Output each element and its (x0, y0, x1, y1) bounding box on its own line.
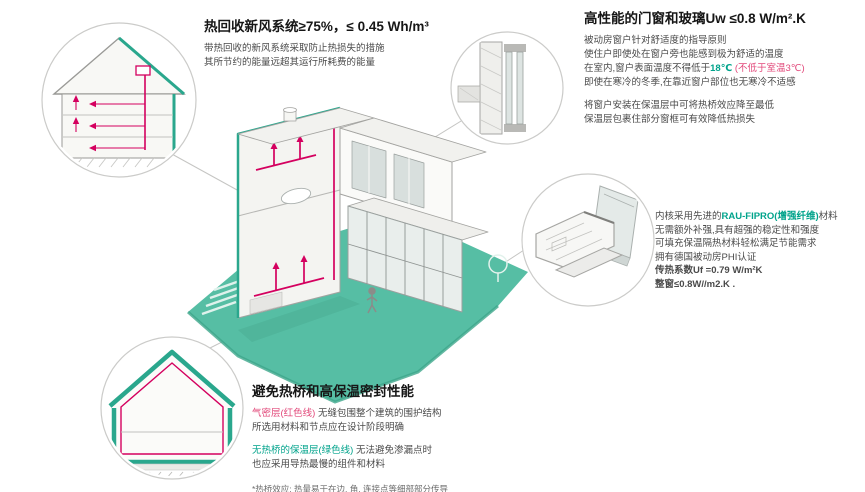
upper-roof (339, 117, 487, 163)
whole-window-value: 整窗≤0.8W//m2.K . (655, 278, 736, 290)
thermal-heading: 避免热桥和高保温密封性能 (252, 384, 414, 399)
windows-line-6: 保温层包裹住部分窗框可有效降低热损失 (584, 114, 756, 125)
airtight-layer-label: 气密层(红色线) (252, 408, 316, 419)
tree-icon (488, 254, 508, 282)
kitchen-cabinet (249, 291, 283, 315)
windows-line-3-text: 在室内,窗户表面温度不得低于 (584, 63, 711, 74)
person-figure (366, 287, 378, 314)
insulation-layer-label: 无热桥的保温层(绿色线) (252, 445, 354, 456)
ventilation-ducts (253, 120, 335, 297)
duct-arrowheads (270, 135, 308, 269)
airtight-layer-line (120, 362, 224, 455)
surface-temp-value: 18℃ (710, 63, 733, 74)
insulation-layer-line (108, 349, 236, 408)
material-line-1: 内核采用先进的RAU-FIPRO(增强纤维)材料 (655, 210, 865, 224)
window-corner-callout (450, 31, 564, 145)
bathtub (280, 187, 312, 205)
thermal-bridge-footnote: *热桥效应: 热量易于在边, 角, 连接点等细部部分传导 (252, 484, 448, 492)
window-corner-section-icon (457, 41, 526, 135)
thermal-envelope-section-icon (104, 349, 240, 476)
ventilation-heading: 热回收新风系统≥75%，≤ 0.45 Wh/m³ (204, 19, 429, 34)
windows-line-4: 即使在寒冷的冬季,在靠近窗户部位也无寒冷不适感 (584, 77, 796, 88)
material-line-3: 可填充保温隔热材料轻松满足节能需求 (655, 238, 817, 249)
thermal-line-3: 无热桥的保温层(绿色线) 无法避免渗漏点时 (252, 444, 612, 458)
heat-recovery-section-icon (50, 36, 186, 168)
thermal-line-1: 气密层(红色线) 无缝包围整个建筑的围护结构 (252, 407, 612, 421)
windows-heading: 高性能的门窗和玻璃Uw ≤0.8 W/m².K (584, 11, 806, 26)
windows-line-1: 被动房窗户针对舒适度的指导原则 (584, 35, 727, 46)
ventilation-line-2: 其所节约的能量远超其运行所耗费的能量 (204, 57, 376, 68)
material-line-2: 无需额外补强,具有超强的稳定性和强度 (655, 224, 820, 236)
windows-line-3: 在室内,窗户表面温度不得低于18℃ (不低于室温3℃) (584, 62, 862, 76)
ventilation-section: 热回收新风系统≥75%，≤ 0.45 Wh/m³ 带热回收的新风系统采取防止热损… (204, 18, 564, 70)
material-name-highlight: RAU-FIPRO(增强纤维) (721, 211, 819, 222)
thermal-line-3-rest: 无法避免渗漏点时 (353, 445, 432, 456)
frame-material-section: 内核采用先进的RAU-FIPRO(增强纤维)材料 无需额外补强,具有超强的稳定性… (655, 210, 865, 291)
thermal-section: 避免热桥和高保温密封性能 气密层(红色线) 无缝包围整个建筑的围护结构 所选用材… (252, 383, 612, 492)
material-line-4: 拥有德国被动房PHI认证 (655, 251, 757, 263)
thermal-line-1-rest: 无缝包围整个建筑的围护结构 (315, 408, 442, 419)
windows-line-5: 将窗户安装在保温层中可将热桥效应降至最低 (584, 100, 775, 111)
airflow-arrows (72, 95, 96, 152)
room-temp-note: (不低于室温3℃) (732, 63, 805, 74)
house-3d-illustration (236, 106, 489, 319)
material-line-1-post: 材料 (818, 211, 838, 222)
window-profile-callout (521, 173, 655, 307)
heat-recovery-callout (41, 22, 197, 178)
thermal-line-4: 也应采用导热最慢的组件和材料 (252, 459, 386, 470)
chimney (283, 107, 297, 122)
ventilation-line-1: 带热回收的新风系统采取防止热损失的措施 (204, 43, 385, 54)
material-line-1-pre: 内核采用先进的 (655, 211, 722, 222)
hrv-unit (135, 65, 151, 76)
thermal-line-2: 所选用材料和节点应在设计阶段明确 (252, 422, 405, 433)
windows-line-2: 使住户即使处在窗户旁也能感到极为舒适的温度 (584, 49, 784, 60)
thermal-envelope-callout (100, 336, 244, 480)
glass-mullions (347, 212, 463, 306)
window-profile-3d-icon (535, 185, 639, 278)
windows-section: 高性能的门窗和玻璃Uw ≤0.8 W/m².K 被动房窗户针对舒适度的指导原则 … (584, 10, 862, 127)
uf-value: 传热系数Uf =0.79 W/m²K (655, 265, 763, 276)
